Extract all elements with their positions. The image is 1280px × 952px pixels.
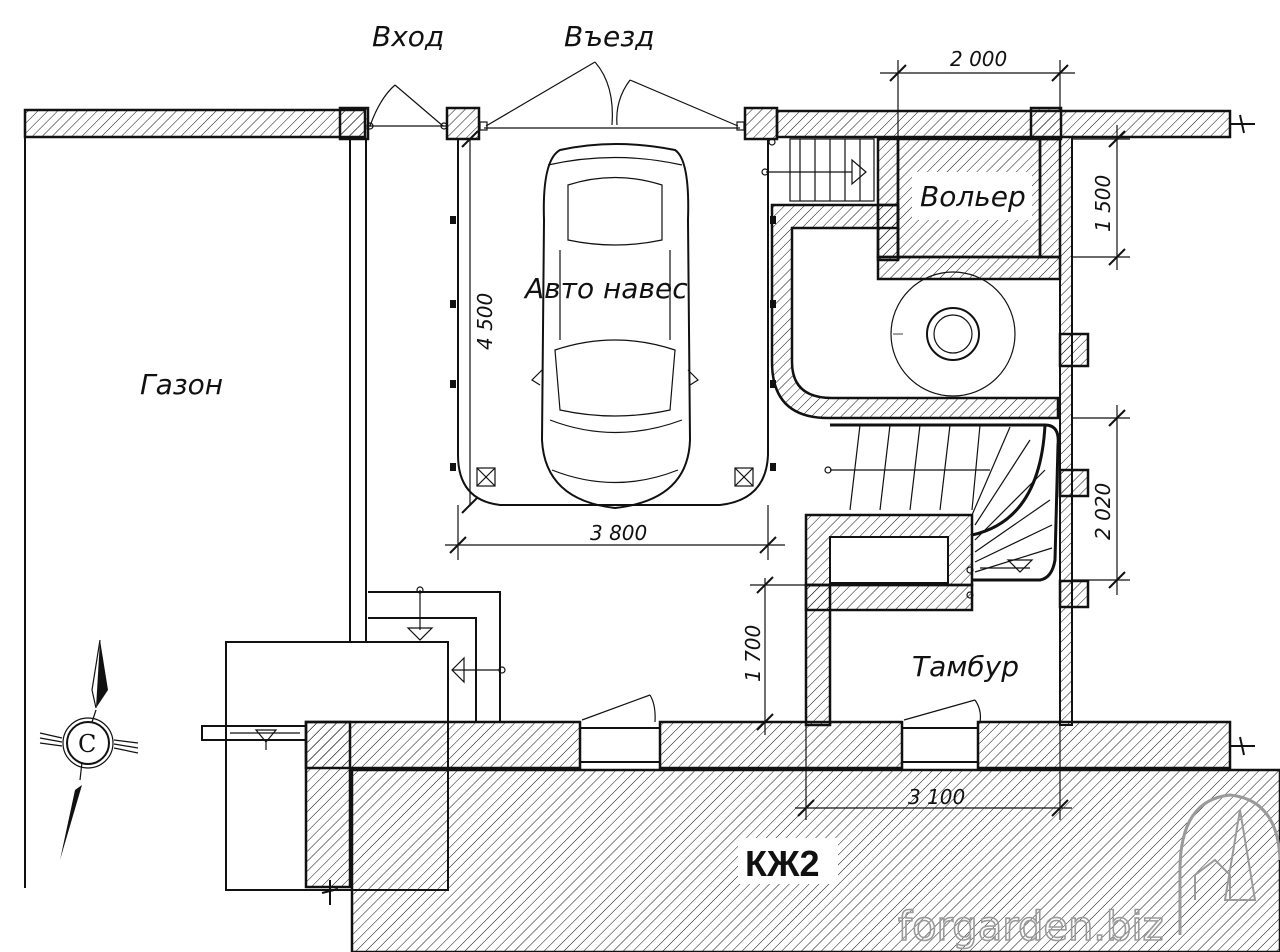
right-wall bbox=[1058, 136, 1090, 726]
watermark-text: forgarden.biz bbox=[898, 904, 1164, 950]
car-icon bbox=[531, 143, 699, 510]
aviary-depth-dim: 1 500 bbox=[1091, 175, 1115, 232]
lawn-label: Газон bbox=[140, 368, 223, 401]
watermark-logo bbox=[1178, 793, 1280, 935]
dimension-lines bbox=[445, 60, 1130, 820]
plan-code-label: КЖ2 bbox=[745, 843, 820, 884]
driveway-label: Въезд bbox=[564, 20, 654, 53]
lower-door-left bbox=[579, 694, 661, 763]
carport-label: Авто навес bbox=[523, 272, 688, 305]
stove-icon bbox=[890, 271, 1016, 397]
stair-length-dim: 2 020 bbox=[1091, 483, 1115, 540]
vestibule-depth-dim: 1 700 bbox=[741, 625, 765, 682]
main-stairs bbox=[824, 423, 1060, 582]
carport-depth-dim: 4 500 bbox=[473, 293, 497, 350]
vestibule-width-dim: 3 100 bbox=[908, 785, 965, 809]
vestibule bbox=[804, 513, 974, 727]
compass-letter: С bbox=[78, 730, 96, 758]
compass-icon bbox=[39, 639, 139, 860]
aviary-width-dim: 2 000 bbox=[950, 47, 1007, 71]
carport-width-dim: 3 800 bbox=[590, 521, 647, 545]
vestibule-label: Тамбур bbox=[912, 650, 1019, 683]
bottom-wall bbox=[304, 720, 1255, 905]
building-kzh2 bbox=[350, 768, 1280, 952]
lower-door-right bbox=[901, 699, 982, 763]
entrance-door bbox=[366, 84, 448, 130]
upper-stairs bbox=[761, 138, 875, 202]
hall-wall bbox=[770, 203, 1060, 420]
aviary-label: Вольер bbox=[920, 180, 1026, 213]
driveway-gate bbox=[479, 61, 745, 131]
top-wall bbox=[23, 106, 1255, 141]
carport-outline bbox=[450, 139, 776, 506]
entrance-label: Вход bbox=[372, 20, 444, 53]
